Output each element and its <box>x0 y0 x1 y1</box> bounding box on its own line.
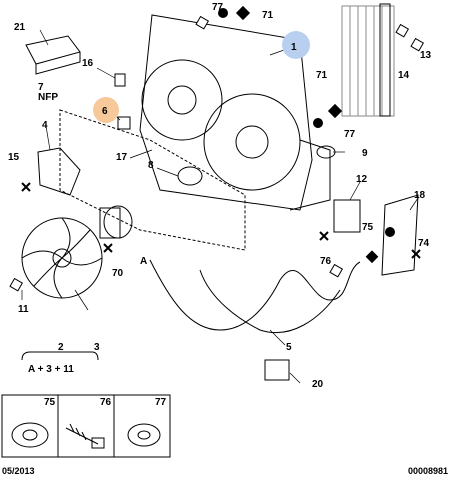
control-module <box>25 35 81 75</box>
callout-71-right: 71 <box>316 70 328 81</box>
bracket <box>37 147 81 196</box>
kit-formula: A + 3 + 11 <box>28 364 74 375</box>
callout-6: 6 <box>102 106 108 117</box>
wiring-harness-branch <box>199 269 341 334</box>
legend-label-77: 77 <box>155 397 167 408</box>
washer-77 <box>127 423 161 447</box>
callout-17: 17 <box>116 152 128 163</box>
callout-12: 12 <box>356 174 368 185</box>
callout-2: 2 <box>58 342 64 353</box>
callout-77-top: 77 <box>212 2 224 13</box>
callout-14: 14 <box>398 70 410 81</box>
callout-71-top: 71 <box>262 10 274 21</box>
legend-label-76: 76 <box>100 397 112 408</box>
callout-76: 76 <box>320 256 332 267</box>
callout-1: 1 <box>291 42 297 53</box>
part-9 <box>316 145 336 159</box>
fan-support-frame <box>59 109 246 251</box>
callout-7: 7 <box>38 82 44 93</box>
resistor-12 <box>333 199 361 233</box>
callout-13: 13 <box>420 50 432 61</box>
callout-3: 3 <box>94 342 100 353</box>
callout-8: 8 <box>148 160 154 171</box>
white-square-symbols <box>9 15 425 292</box>
callout-18: 18 <box>414 190 426 201</box>
callout-20: 20 <box>312 379 324 390</box>
callout-75: 75 <box>362 222 374 233</box>
callout-nfp: NFP <box>38 92 58 103</box>
callout-4: 4 <box>42 120 48 131</box>
kit-brace <box>21 351 99 361</box>
callout-5: 5 <box>286 342 292 353</box>
footer-reference: 00008981 <box>407 466 448 476</box>
callout-77-right: 77 <box>344 129 356 140</box>
callout-15: 15 <box>8 152 20 163</box>
callout-16: 16 <box>82 58 94 69</box>
highlight-6 <box>93 97 119 123</box>
bracket-18 <box>381 194 419 276</box>
cross-symbols <box>21 182 421 259</box>
wiring-harness <box>149 259 361 331</box>
callout-a: A <box>140 256 147 267</box>
relay-20 <box>264 359 290 381</box>
footer-date: 05/2013 <box>2 466 35 476</box>
washer-75 <box>11 422 49 448</box>
callout-70: 70 <box>112 268 124 279</box>
legend-label-75: 75 <box>44 397 56 408</box>
callout-9: 9 <box>362 148 368 159</box>
part-6 <box>117 116 131 130</box>
part-16 <box>114 73 126 87</box>
callout-21: 21 <box>14 22 26 33</box>
highlight-1 <box>282 31 310 59</box>
radiator <box>341 3 395 117</box>
legend-frame <box>1 394 171 458</box>
callout-11: 11 <box>18 304 29 315</box>
screw-76 <box>65 423 105 449</box>
part-8 <box>177 166 203 186</box>
fan-blades <box>21 217 103 299</box>
fan-motor <box>99 205 133 239</box>
callout-74: 74 <box>418 238 430 249</box>
